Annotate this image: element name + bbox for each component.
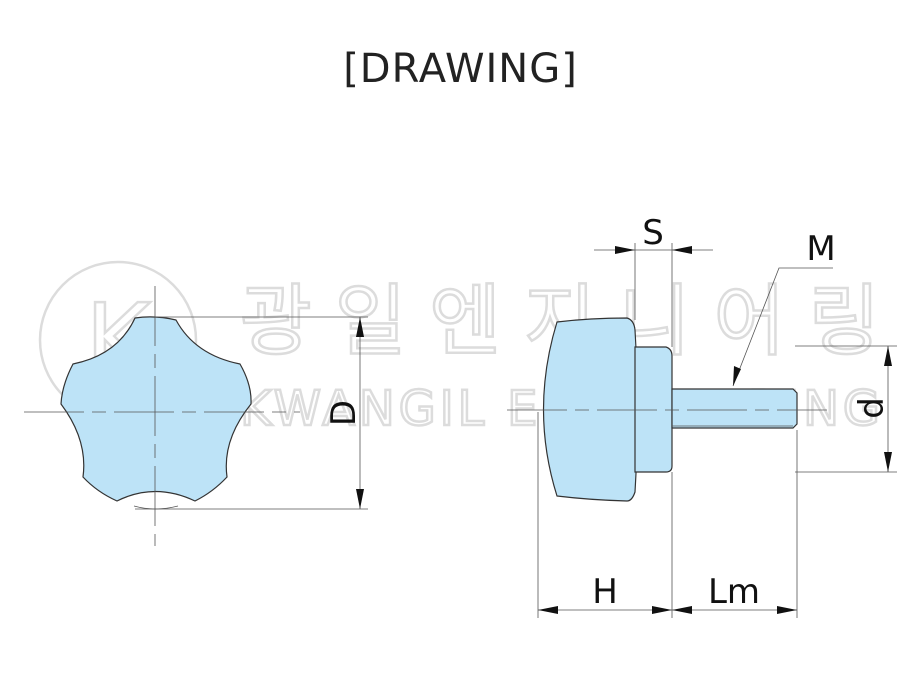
dimension-label-D: D [324, 400, 364, 426]
drawing-title: [DRAWING] [343, 46, 578, 92]
dimension-label-S: S [642, 213, 664, 253]
arrow-head [733, 366, 741, 386]
arrow-head [884, 452, 892, 472]
arrow-head [652, 606, 672, 614]
star-knob-outline [60, 316, 252, 502]
hidden-arc [133, 505, 179, 510]
arrow-head [538, 606, 558, 614]
side-view: S M d H Lm [507, 213, 897, 618]
arrow-head [356, 317, 364, 337]
dimension-label-Lm: Lm [708, 572, 760, 612]
knob-hub [634, 346, 673, 473]
arrow-head [672, 246, 692, 254]
arrow-head [777, 606, 797, 614]
knob-head [542, 317, 639, 502]
arrow-head [672, 606, 692, 614]
arrow-head [356, 489, 364, 509]
dimension-label-H: H [592, 572, 618, 612]
dimension-label-M: M [806, 229, 835, 269]
arrow-head [615, 246, 635, 254]
front-view: D [24, 286, 368, 546]
threaded-shaft [671, 388, 798, 429]
arrow-head [884, 346, 892, 366]
dimension-label-d: d [852, 397, 892, 419]
leader-line-M [732, 267, 833, 387]
